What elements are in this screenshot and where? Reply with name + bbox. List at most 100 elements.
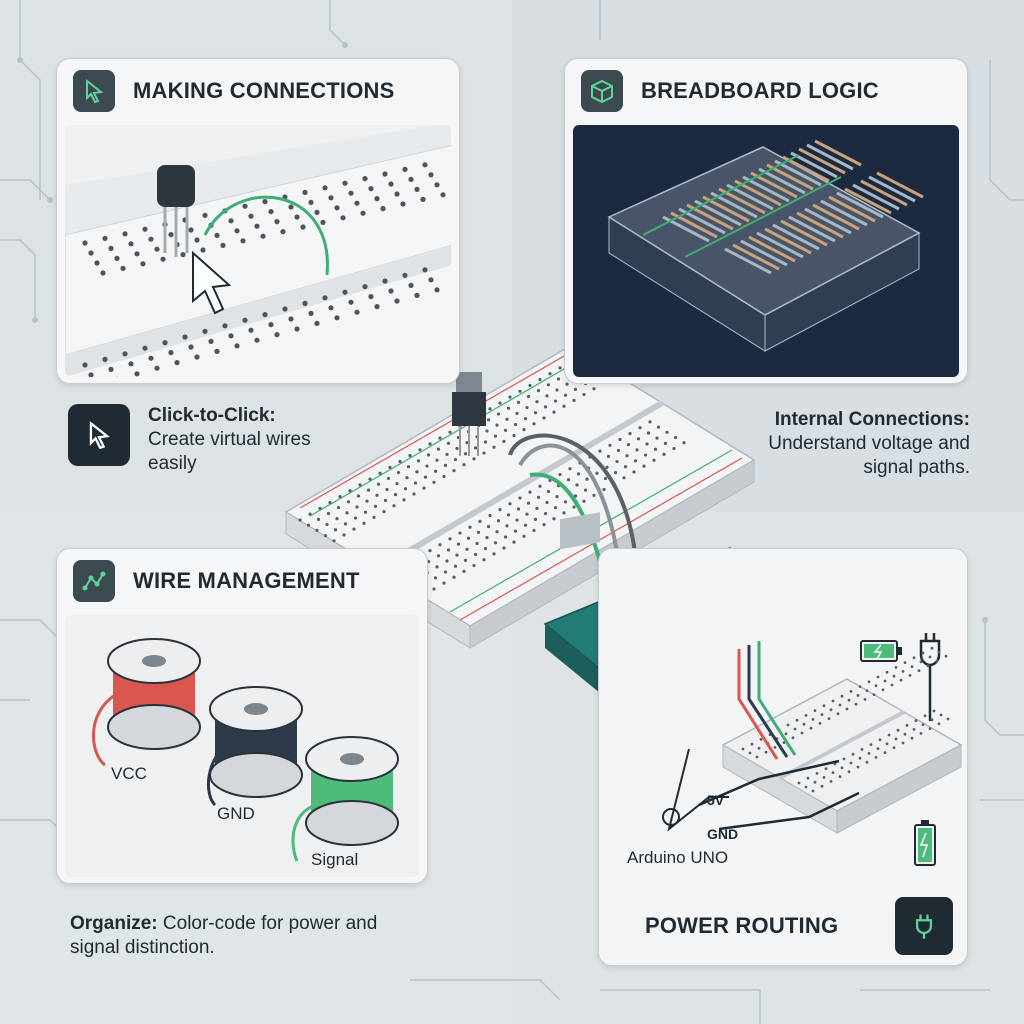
breadboard-hole [755,755,759,759]
breadboard-hole [800,731,804,735]
breadboard-hole [302,300,308,306]
breadboard-hole [516,400,521,404]
breadboard-hole [632,470,636,474]
cursor-icon [68,404,130,466]
breadboard-hole [553,399,558,403]
breadboard-hole [356,494,361,498]
breadboard-hole [633,459,638,463]
breadboard-hole [220,242,226,248]
breadboard-hole [885,670,889,674]
internal-strip [774,159,822,187]
breadboard-hole [348,190,354,196]
breadboard-hole [840,766,844,770]
breadboard-hole [576,472,581,476]
breadboard-hole [435,458,439,462]
breadboard-hole [838,775,842,778]
breadboard-hole [809,726,813,730]
breadboard-hole [202,212,208,218]
breadboard-hole [242,317,248,323]
breadboard-hole [552,410,556,414]
breadboard-hole [343,522,348,526]
breadboard-hole [583,488,588,492]
breadboard-hole [240,238,246,244]
connection-illustration [65,125,451,377]
panel-title: POWER ROUTING [645,913,839,938]
breadboard-hole [582,392,586,397]
breadboard-hole [486,524,491,529]
breadboard-hole [455,553,459,557]
breadboard-hole [378,471,382,475]
breadboard-hole [513,529,518,533]
breadboard-hole [546,383,551,387]
breadboard-hole [806,776,810,780]
breadboard-hole [552,517,556,521]
breadboard-hole [462,569,466,574]
breadboard-hole [432,480,436,484]
breadboard-hole [200,247,206,253]
breadboard-hole [415,470,419,474]
breadboard-hole [214,232,220,238]
breadboard-hole [493,434,498,438]
breadboard-hole [562,511,566,515]
breadboard-hole [804,714,808,717]
breadboard-hole [885,742,889,746]
breadboard-hole [468,525,472,529]
breadboard-hole [316,517,321,521]
breadboard-hole [883,679,887,683]
breadboard-hole [827,717,831,720]
breadboard-hole [402,272,408,278]
breadboard-hole [793,727,797,731]
breadboard-hole [463,452,468,456]
breadboard-hole [892,746,896,750]
breadboard-hole [446,441,451,445]
breadboard-hole [422,267,428,273]
internal-strip [772,223,820,251]
breadboard-hole [665,430,669,434]
caption-heading: Organize: [70,913,158,934]
wire-management-panel: WIRE MANAGEMENT [56,548,428,884]
breadboard-hole [813,780,817,784]
breadboard-hole [522,428,526,432]
breadboard-hole [413,481,418,485]
breadboard-hole [646,431,651,435]
breadboard-hole [860,748,864,751]
breadboard-hole [326,511,331,516]
breadboard-hole [408,282,414,288]
breadboard-hole [838,703,842,707]
breadboard-hole [128,241,134,247]
breadboard-hole [102,235,108,241]
breadboard-hole [919,732,923,735]
breadboard-hole [368,477,372,481]
breadboard-hole [572,505,576,509]
breadboard-hole [383,498,388,503]
breadboard-hole [483,440,488,444]
breadboard-hole [426,453,431,457]
internal-strip [844,187,892,215]
breadboard-hole [472,563,476,568]
breadboard-hole [408,454,412,458]
breadboard-hole [532,528,536,533]
breadboard-hole [428,277,434,283]
breadboard-hole [380,206,386,212]
breadboard-hole [88,372,94,377]
breadboard-hole [396,470,401,475]
breadboard-hole [930,718,934,722]
breadboard-hole [876,747,880,750]
breadboard-hole [394,191,400,197]
internal-strip [836,191,884,219]
breadboard-hole [508,502,512,506]
breadboard-hole [182,334,188,340]
internal-strip [804,207,852,235]
breadboard-hole [168,350,174,356]
breadboard-hole [82,240,88,246]
breadboard-hole [562,404,566,408]
making-connections-panel: MAKING CONNECTIONS [56,58,460,384]
breadboard-hole [566,478,571,482]
battery-icon [914,820,936,866]
breadboard-hole [573,387,578,391]
breadboard-hole [142,345,148,351]
breadboard-hole [302,189,308,195]
breadboard-hole [502,439,506,443]
breadboard-hole [854,702,858,706]
internal-strip [742,175,790,203]
